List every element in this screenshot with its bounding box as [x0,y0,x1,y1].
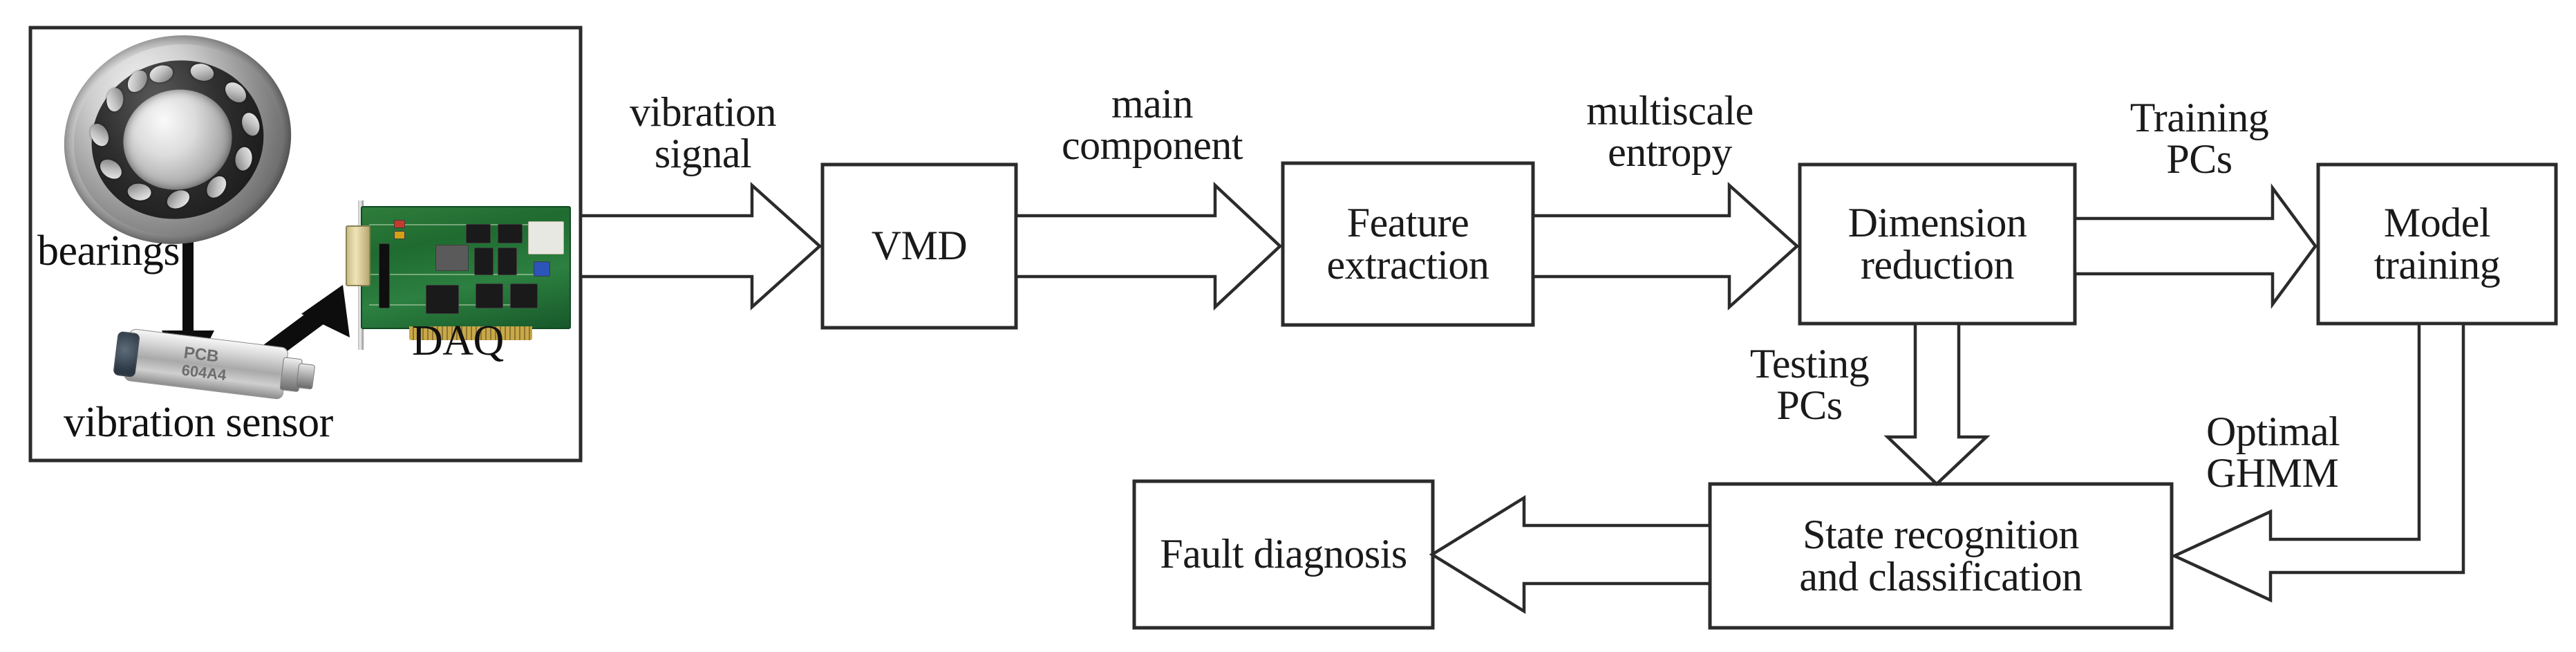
arrow-feature-to-dimension [1531,181,1800,311]
arrow-dimension-to-state [1883,322,1991,487]
arrow-acquisition-to-vmd [579,181,822,311]
box-state[interactable] [1708,482,2174,630]
box-model[interactable] [2316,162,2558,326]
box-vmd[interactable] [820,162,1018,330]
arrow-dimension-to-model [2073,183,2318,309]
box-dimension[interactable] [1798,162,2077,326]
arrow-model-to-state [2170,322,2465,603]
arrow-vmd-to-feature [1014,181,1283,311]
daq-card-photo [346,201,574,350]
box-fault[interactable] [1132,479,1435,630]
box-feature[interactable] [1281,161,1535,327]
arrow-state-to-fault [1429,494,1712,615]
